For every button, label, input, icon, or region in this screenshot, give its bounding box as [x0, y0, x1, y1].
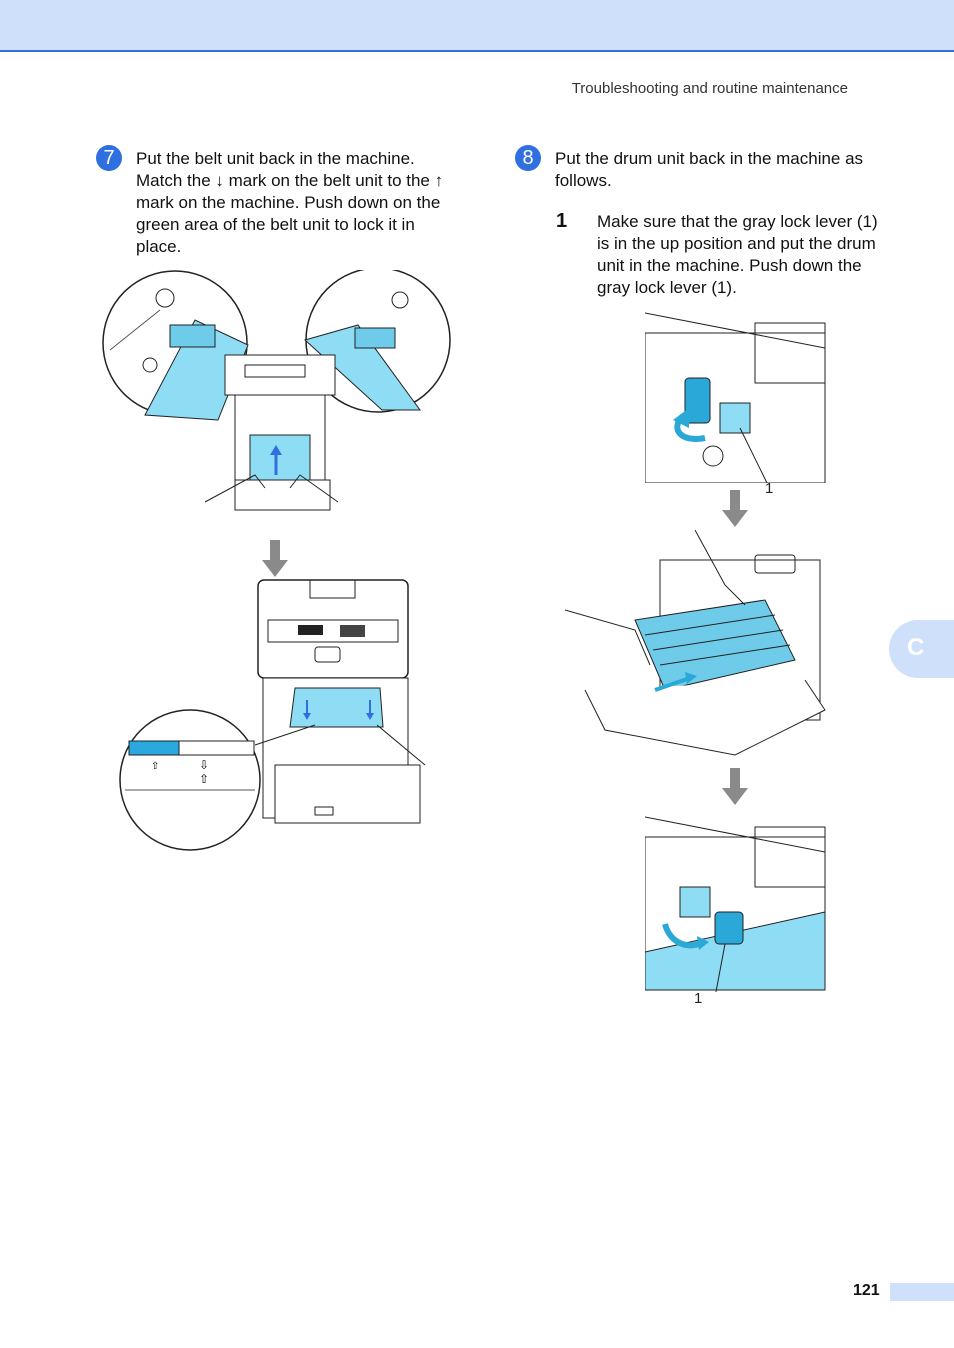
step-8-number: 8: [522, 147, 534, 169]
substep-1-text: Make sure that the gray lock lever (1) i…: [597, 212, 878, 297]
figure-belt-marks: ⇧ ⇩ ⇧: [115, 575, 430, 855]
figure-drum-insert: [565, 530, 827, 760]
top-header-band: [0, 0, 954, 52]
step-8-badge: 8: [515, 145, 541, 171]
arrow-down-left: [262, 540, 288, 578]
svg-text:⇧: ⇧: [151, 761, 159, 772]
figure-lock-lever-up: [645, 308, 827, 483]
chapter-letter: C: [907, 634, 925, 661]
page-number-bar: [890, 1283, 954, 1301]
running-header: Troubleshooting and routine maintenance: [571, 80, 848, 97]
step-7-number: 7: [103, 147, 115, 169]
step-7-text: Put the belt unit back in the machine. M…: [136, 149, 444, 256]
chapter-side-tab: C: [889, 620, 954, 678]
svg-text:⇩: ⇩: [199, 758, 209, 772]
lever-down-callout: 1: [694, 990, 703, 1007]
lever-up-callout: 1: [765, 480, 774, 497]
arrow-down-right-1: [722, 490, 748, 528]
step-8-text: Put the drum unit back in the machine as…: [555, 149, 864, 190]
page-number: 121: [853, 1282, 880, 1299]
figure-belt-insert: [100, 270, 460, 515]
arrow-down-right-2: [722, 768, 748, 806]
figure-lock-lever-down: [645, 812, 827, 992]
substep-1-number: 1: [556, 210, 568, 232]
step-7-badge: 7: [96, 145, 122, 171]
svg-text:⇧: ⇧: [199, 772, 209, 786]
